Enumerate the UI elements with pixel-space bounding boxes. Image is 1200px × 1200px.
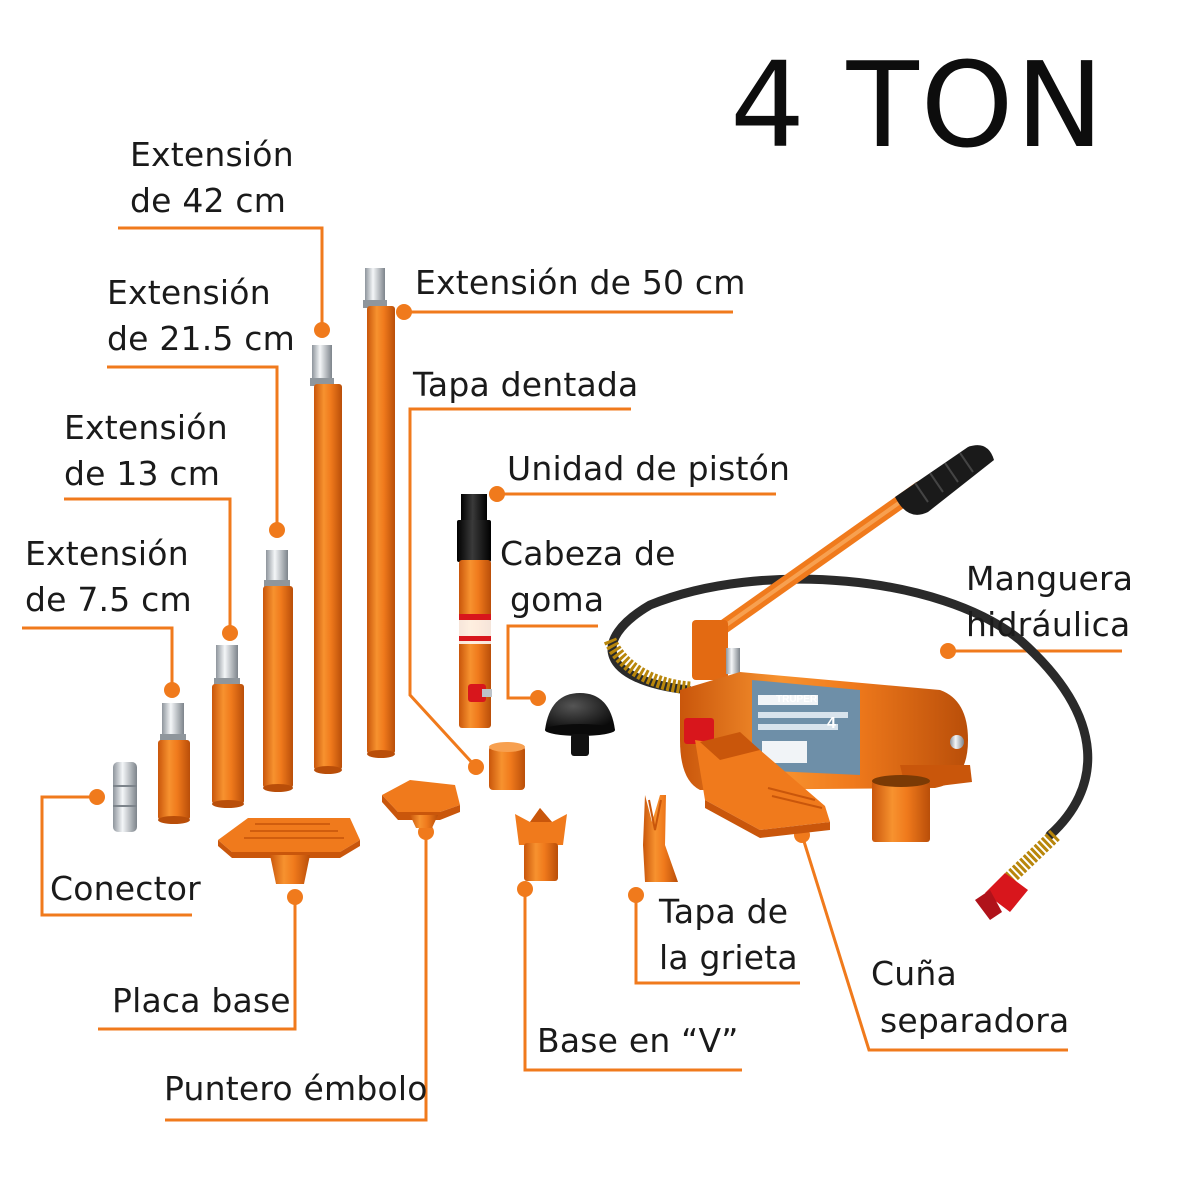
label-base-v: Base en “V” [537,1021,739,1060]
piston-unit [457,494,492,728]
leader-base-v [523,889,742,1072]
label-ext13-line2: de 13 cm [64,454,221,493]
leader-ext75 [22,626,174,690]
label-placa-base: Placa base [112,981,291,1020]
leader-cuna [800,834,1068,1052]
label-tapa-dentada: Tapa dentada [413,365,639,404]
label-manguera-line2: hidráulica [966,605,1131,644]
pump-brand-text: TRUPER [776,694,818,705]
leader-cabeza [506,624,598,700]
leader-tapa-dentada [408,407,631,769]
leader-dot-manguera [940,643,956,659]
extension-50cm [363,268,395,758]
connector [113,762,137,832]
capacity-title: 4 TON [730,36,1106,174]
leader-conector [40,795,192,917]
pump-capacity-text: 4 [827,715,836,732]
leader-dot-ext75 [164,682,180,698]
leader-placa-base [98,897,297,1031]
label-ext215-line2: de 21.5 cm [107,319,295,358]
leader-dot-tapa-dentada [468,759,484,775]
leader-dot-conector [89,789,105,805]
leader-ext42 [118,226,324,330]
v-base [515,808,567,881]
leader-dot-ext13 [222,625,238,641]
label-ext50: Extensión de 50 cm [415,263,746,302]
label-ext215-line1: Extensión [107,273,271,312]
label-ext75-line2: de 7.5 cm [25,580,192,619]
label-ext42-line1: Extensión [130,135,294,174]
label-cabeza-line1: Cabeza de [500,534,676,573]
serrated-saddle [489,742,525,790]
leader-dot-cabeza [530,690,546,706]
label-ext13-line1: Extensión [64,408,228,447]
label-tapa-grieta-line1: Tapa de [659,892,789,931]
label-cuna-line1: Cuña [871,954,957,993]
leader-dot-ext215 [269,522,285,538]
label-ext75-line1: Extensión [25,534,189,573]
leader-dot-base-v [517,881,533,897]
extension-13cm [212,645,244,808]
crack-cap [643,795,678,882]
leader-dot-unidad-piston [489,486,505,502]
extension-7.5cm [158,703,190,824]
label-ext42-line2: de 42 cm [130,181,287,220]
label-puntero: Puntero émbolo [164,1069,428,1108]
extension-21.5cm [263,550,293,792]
leader-dot-ext50 [396,304,412,320]
label-tapa-grieta-line2: la grieta [659,938,798,977]
hydraulic-hose [603,574,1093,884]
leader-tapa-grieta [634,895,800,985]
label-manguera-line1: Manguera [966,559,1134,598]
leader-puntero [165,832,428,1122]
extension-42cm [310,345,342,774]
label-conector: Conector [50,869,201,908]
label-unidad-piston: Unidad de pistón [507,449,791,488]
leader-ext13 [64,497,232,633]
leader-ext215 [107,365,279,530]
plunger-toe [382,780,460,828]
leader-dot-ext42 [314,322,330,338]
leader-dot-tapa-grieta [628,887,644,903]
base-plate [218,818,360,884]
label-cuna-line2: separadora [880,1001,1070,1040]
label-cabeza-line2: goma [510,580,605,619]
hose-coupler [975,873,1028,920]
spreader-wedge [684,718,830,838]
rubber-head [545,693,615,756]
leader-dot-placa-base [287,889,303,905]
